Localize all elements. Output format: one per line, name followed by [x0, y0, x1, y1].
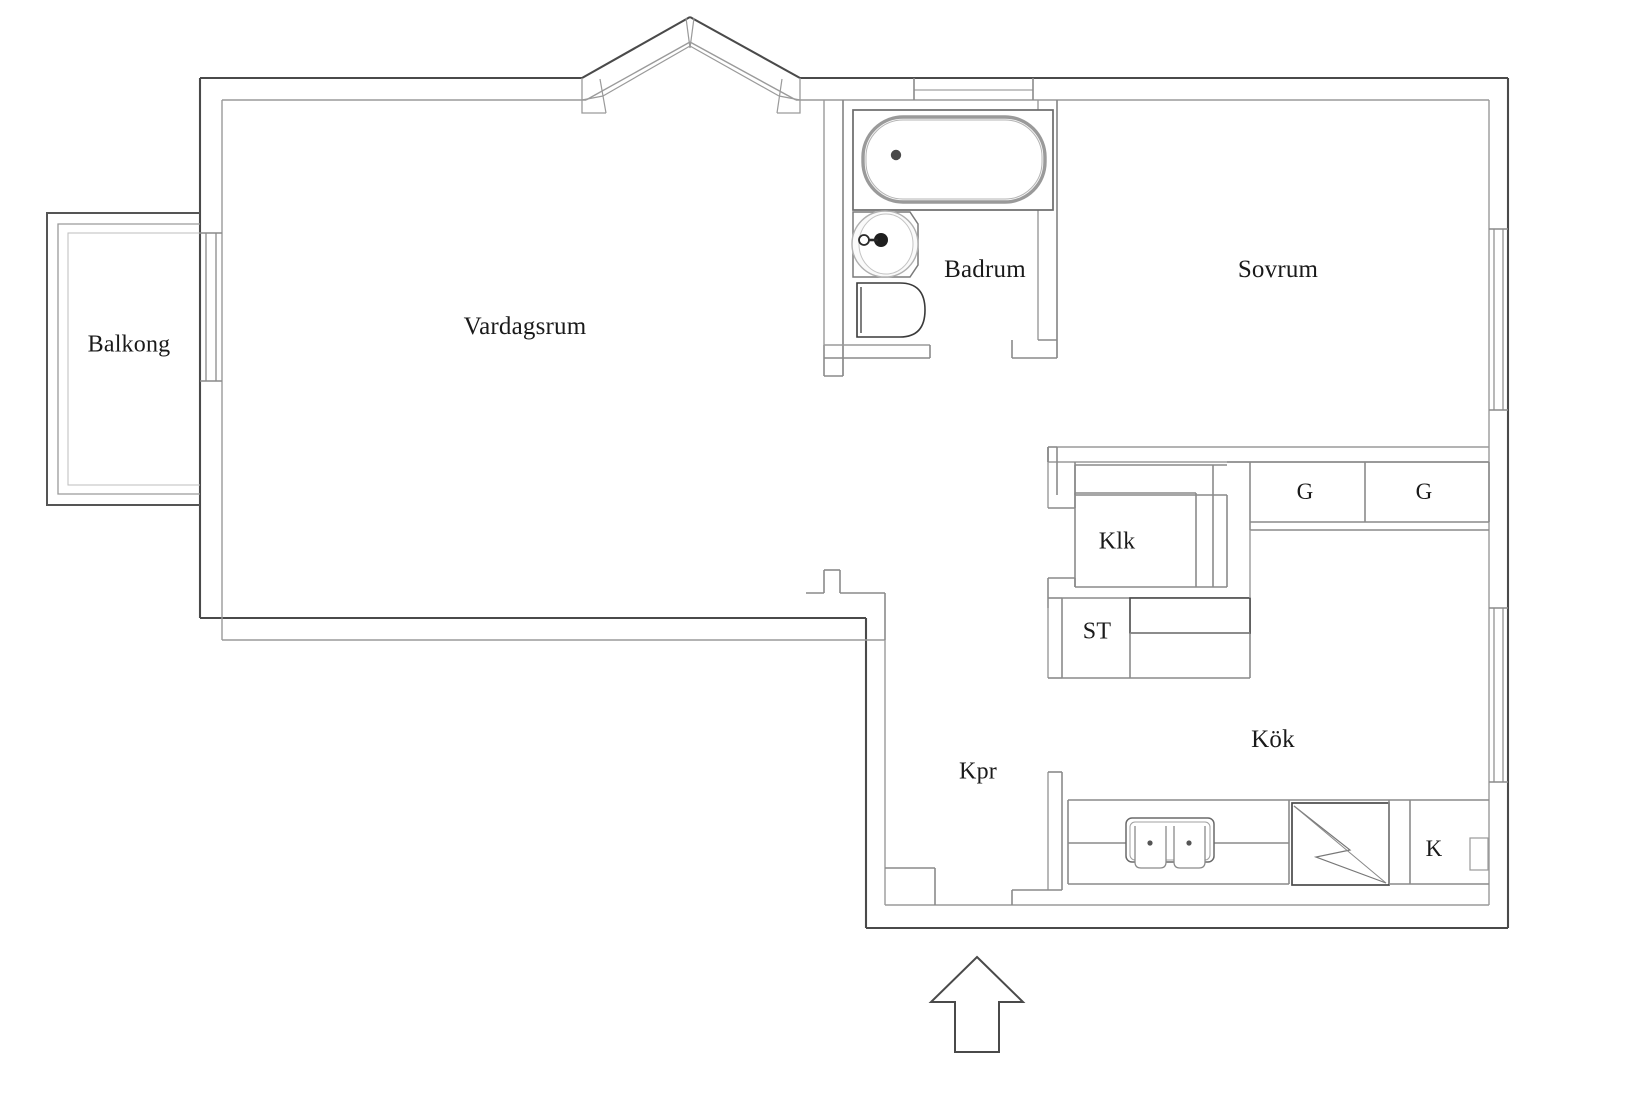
room-label-balkong: Balkong [87, 331, 171, 358]
stove-zigzag-symbol [1293, 805, 1387, 884]
kitchen-window-right [1489, 607, 1508, 783]
bedroom-walls [1047, 446, 1489, 463]
room-label-garderob-1: G [1296, 479, 1314, 504]
bathroom-sink [851, 210, 919, 278]
sink-faucet [858, 234, 870, 246]
balcony-door-opening [200, 232, 222, 382]
bathtub-drain [890, 149, 902, 161]
kitchen-sink [1125, 817, 1215, 869]
room-label-kok: Kök [1251, 726, 1295, 753]
bay-window-jambs [581, 78, 801, 114]
refrigerator [1388, 800, 1489, 885]
bay-window-mullions [581, 17, 801, 114]
st-walls [1047, 597, 1251, 679]
room-label-kylskap: K [1425, 836, 1443, 861]
bedroom-window-right [1489, 228, 1508, 411]
hallway-structure [806, 569, 936, 905]
stove [1291, 802, 1390, 886]
room-label-klk: Klk [1098, 528, 1136, 555]
entrance-arrow [928, 955, 1026, 1053]
balcony-structure [46, 212, 200, 506]
kitchen-hall-wall [1011, 771, 1063, 905]
room-label-vardagsrum: Vardagsrum [463, 313, 587, 340]
room-label-badrum: Badrum [944, 256, 1026, 283]
room-label-garderob-2: G [1415, 479, 1433, 504]
room-label-kpr: Kpr [959, 758, 997, 785]
wardrobe-row [1227, 461, 1490, 531]
exterior-wall-inner-face [221, 41, 1490, 906]
toilet [856, 282, 926, 338]
klk-walls [1047, 447, 1228, 608]
room-label-sovrum: Sovrum [1237, 256, 1319, 283]
bathtub [861, 115, 1047, 204]
bathroom-window [913, 78, 1034, 100]
sink-drain [874, 233, 888, 247]
exterior-wall-outline [198, 16, 1510, 930]
room-label-st: ST [1082, 618, 1112, 645]
